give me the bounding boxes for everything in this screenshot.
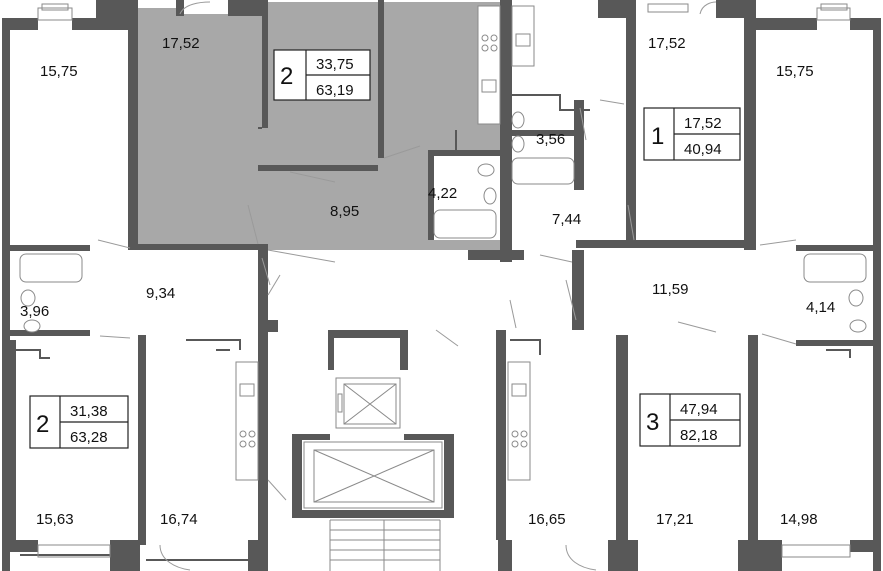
toilet-icon	[849, 319, 867, 333]
bathtub-icon	[433, 209, 497, 239]
highlighted-apartment-fill	[138, 2, 508, 250]
kitchen-counter	[235, 361, 259, 481]
room-area: 15,75	[776, 63, 814, 80]
elevator-large	[303, 441, 443, 509]
toilet-icon	[511, 135, 525, 153]
sink-icon	[20, 289, 36, 307]
elevator-icon	[335, 377, 401, 429]
elevator-icon	[303, 441, 443, 509]
room-area-labels: 15,75 17,52 8,95 4,22 3,56 7,44 17,52 15…	[20, 35, 835, 528]
living-area: 31,38	[70, 403, 108, 420]
room-area: 9,34	[146, 285, 175, 302]
room-area: 17,52	[648, 35, 686, 52]
bathtub-icon	[511, 157, 575, 185]
room-area: 17,52	[162, 35, 200, 52]
elevator-small	[335, 377, 401, 429]
sink-icon	[511, 111, 525, 129]
living-area: 33,75	[316, 56, 354, 73]
total-area: 40,94	[684, 141, 722, 158]
room-count: 2	[36, 411, 49, 438]
apartment-info-top-right: 1 17,52 40,94	[643, 107, 741, 161]
interior-walls	[10, 100, 873, 571]
kitchen-units	[235, 5, 535, 481]
living-area: 17,52	[684, 115, 722, 132]
room-area: 3,96	[20, 303, 49, 320]
kitchen-counter	[511, 5, 535, 67]
stove-icon	[239, 430, 247, 438]
bathtub-icon	[19, 253, 83, 283]
room-count: 2	[280, 63, 293, 90]
room-area: 14,98	[780, 511, 818, 528]
kitchen-counter	[507, 361, 531, 481]
living-area: 47,94	[680, 401, 718, 418]
room-count: 1	[651, 123, 664, 150]
toilet-icon	[23, 319, 41, 333]
apartment-info-top-left: 2 33,75 63,19	[273, 49, 371, 101]
toilet-icon	[477, 163, 495, 177]
room-count: 3	[646, 409, 659, 436]
room-area: 17,21	[656, 511, 694, 528]
room-area: 3,56	[536, 131, 565, 148]
door-swings	[97, 1, 797, 571]
total-area: 82,18	[680, 427, 718, 444]
total-area: 63,28	[70, 429, 108, 446]
room-area: 8,95	[330, 203, 359, 220]
room-area: 16,74	[160, 511, 198, 528]
bathtub-icon	[803, 253, 867, 283]
apartment-info-bottom-left: 2 31,38 63,28	[29, 395, 129, 449]
room-area: 15,75	[40, 63, 78, 80]
stairs-icon	[329, 519, 441, 571]
sink-icon	[483, 187, 497, 205]
highlighted-apartment-area	[138, 2, 508, 250]
room-area: 4,22	[428, 185, 457, 202]
bathtubs	[19, 157, 867, 283]
sanitary-fixtures	[20, 111, 867, 333]
room-area: 15,63	[36, 511, 74, 528]
room-area: 16,65	[528, 511, 566, 528]
total-area: 63,19	[316, 82, 354, 99]
sink-icon	[848, 289, 864, 307]
room-area: 4,14	[806, 299, 835, 316]
stove-icon	[511, 430, 519, 438]
windows	[37, 3, 851, 558]
room-area: 7,44	[552, 211, 581, 228]
kitchen-counter	[477, 5, 501, 125]
partitions	[16, 94, 851, 561]
stove-icon	[481, 34, 489, 42]
apartment-info-bottom-right: 3 47,94 82,18	[639, 393, 741, 447]
room-area: 11,59	[652, 281, 688, 298]
